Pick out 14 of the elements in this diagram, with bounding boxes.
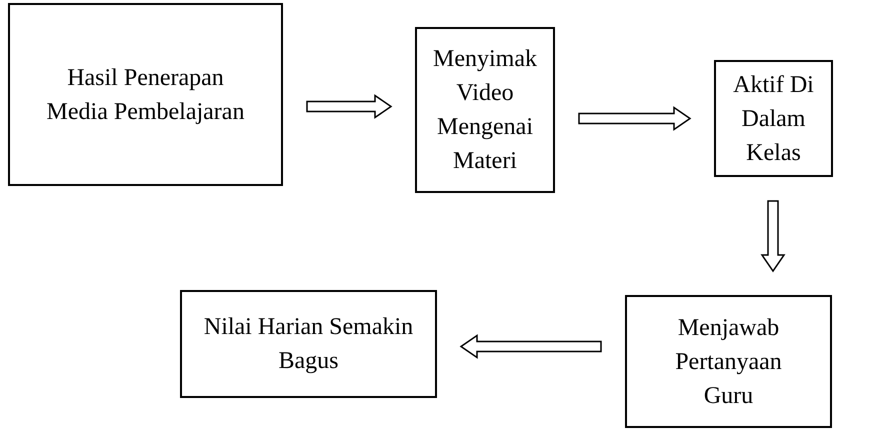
box-label: Aktif Di Dalam Kelas bbox=[732, 70, 815, 168]
process-box bbox=[180, 290, 437, 398]
process-box bbox=[8, 3, 283, 186]
process-box bbox=[625, 295, 832, 428]
block-arrow bbox=[306, 94, 392, 119]
box-label: Menyimak Video Mengenai Materi bbox=[432, 45, 538, 176]
box-label: Menjawab Pertanyaan Guru bbox=[674, 314, 783, 410]
block-arrow bbox=[460, 334, 602, 359]
box-label: Nilai Harian Semakin Bagus bbox=[204, 313, 414, 376]
process-box bbox=[415, 27, 555, 193]
block-arrow bbox=[760, 200, 786, 272]
box-label: Hasil Penerapan Media Pembelajaran bbox=[46, 64, 246, 126]
block-arrow bbox=[578, 106, 692, 131]
process-box bbox=[714, 60, 833, 177]
